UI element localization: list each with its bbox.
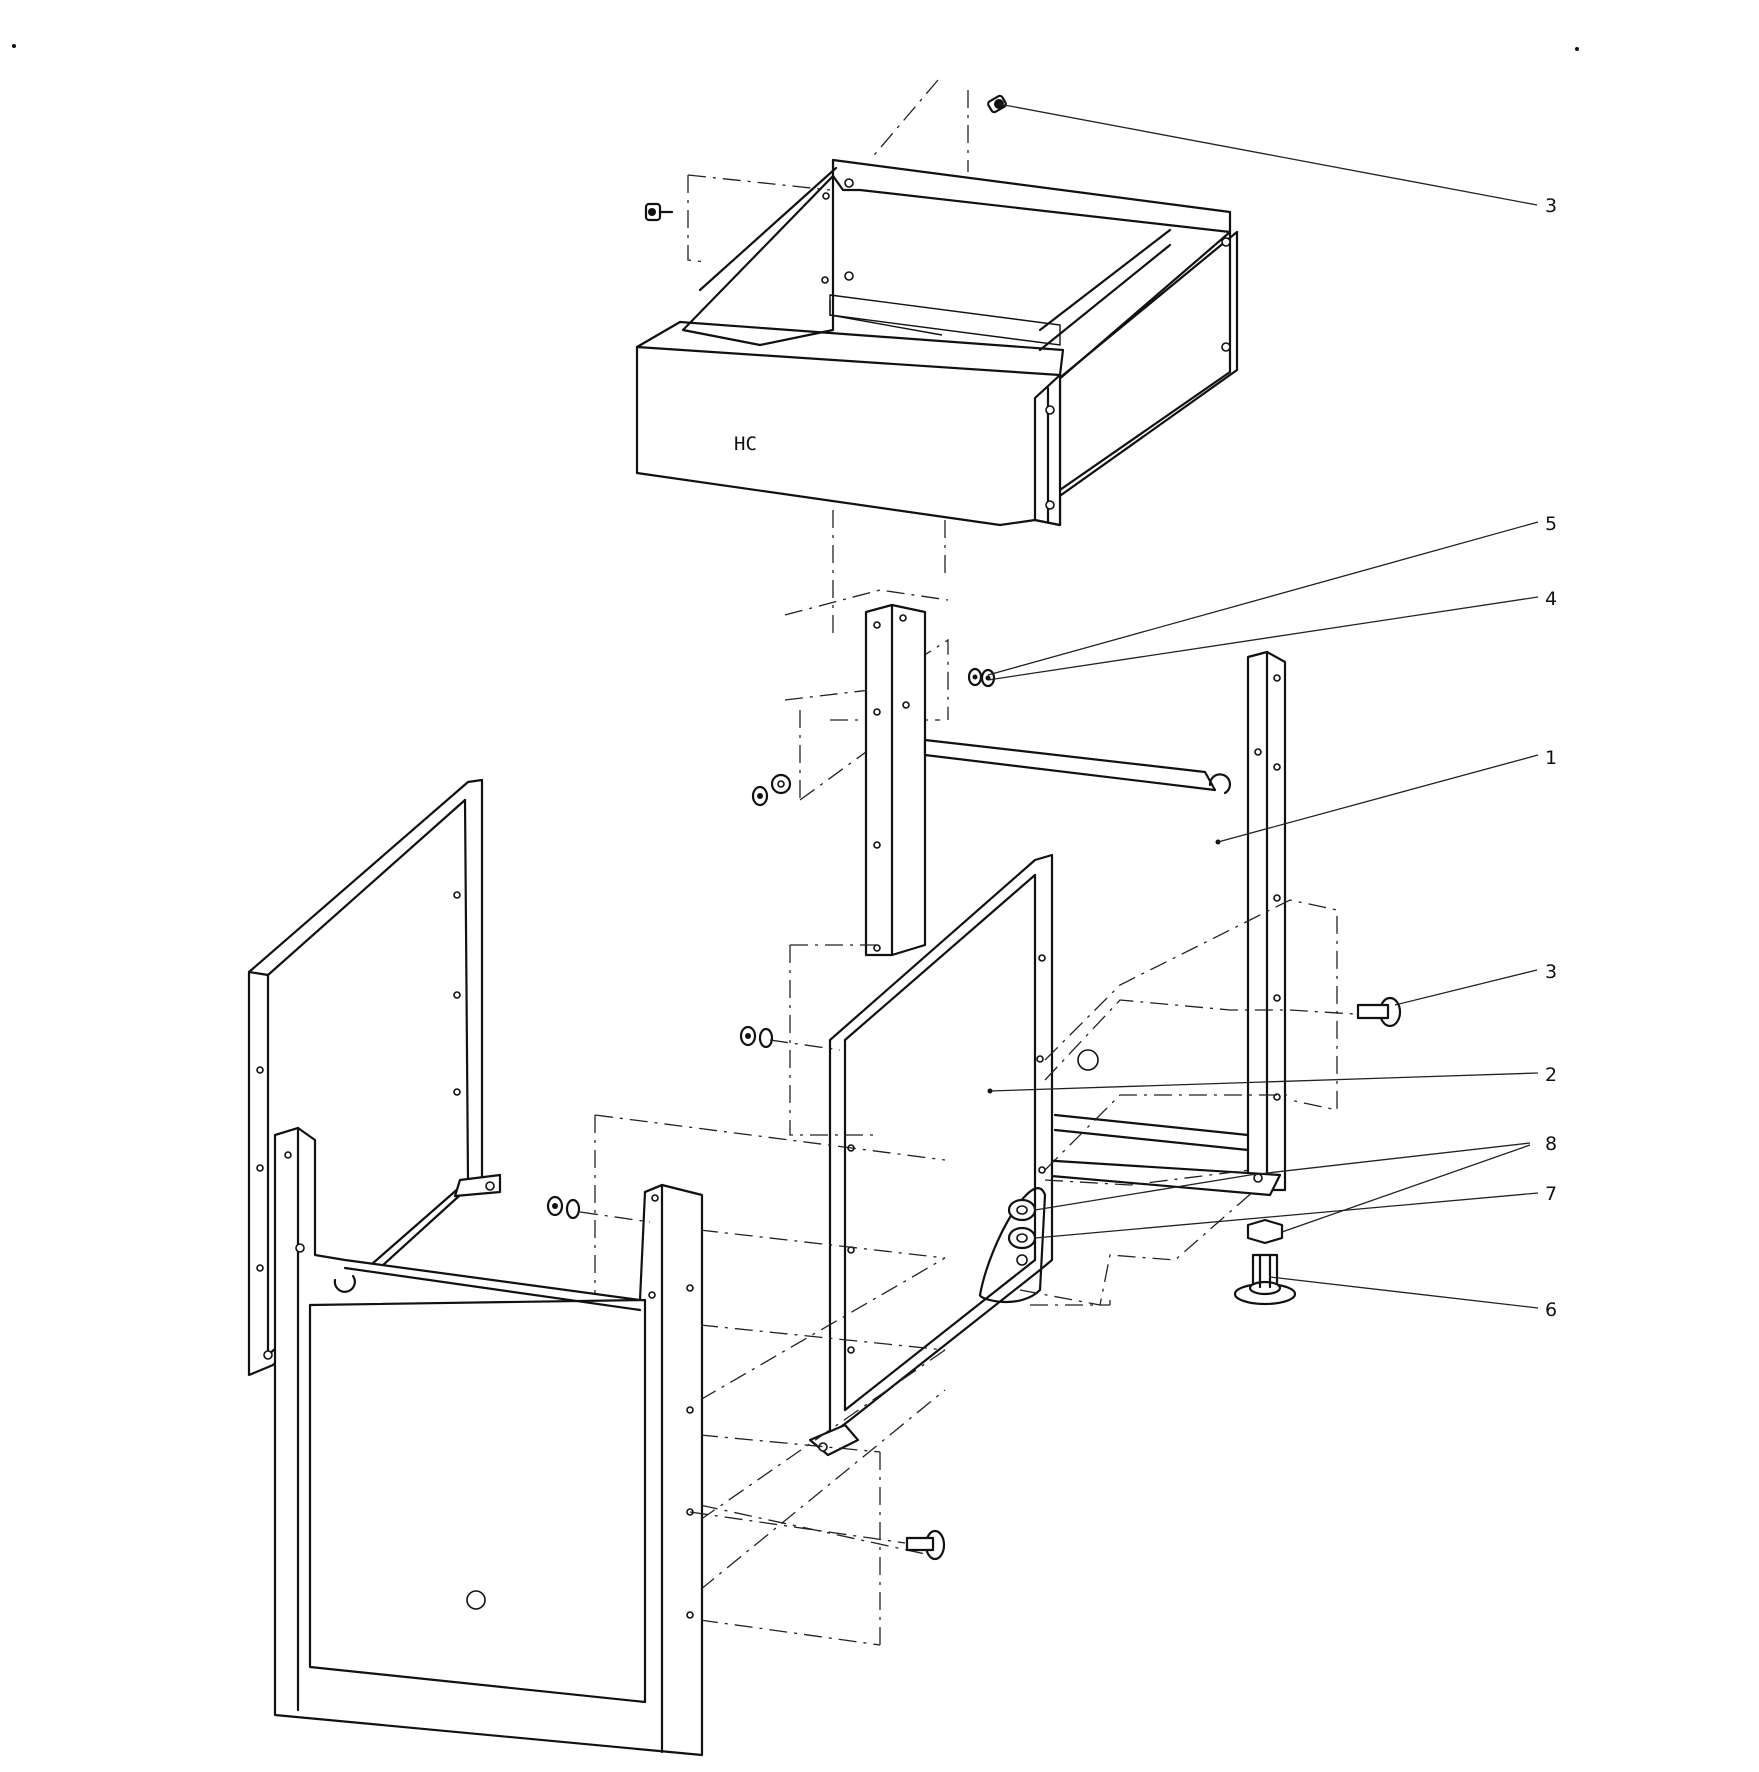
callout-2: 2 <box>1545 1064 1557 1086</box>
top-box-unit: HC <box>635 158 1239 527</box>
side-panel-part-2 <box>808 853 1099 1457</box>
callout-6: 6 <box>1545 1299 1557 1321</box>
callout-1: 1 <box>1545 747 1557 769</box>
screw-top-left <box>644 202 674 222</box>
panel-marking: HC <box>734 433 757 455</box>
washer-pair-lower <box>546 1195 581 1220</box>
callout-8: 8 <box>1545 1133 1557 1155</box>
callout-labels: 3 5 4 1 3 2 8 7 6 <box>1545 195 1557 1321</box>
bolt-bottom <box>905 1529 946 1561</box>
washer-pair-left <box>751 773 792 807</box>
washer-pair-upper <box>967 667 996 688</box>
callout-5: 5 <box>1545 513 1557 535</box>
screw-top-right <box>987 94 1007 114</box>
adjustable-foot <box>1233 1218 1297 1306</box>
leader-lines <box>987 103 1539 1309</box>
bolt-right <box>1356 996 1402 1028</box>
front-u-frame <box>273 1126 704 1757</box>
callout-7: 7 <box>1545 1183 1557 1205</box>
callout-4: 4 <box>1545 588 1557 610</box>
callout-3-mid: 3 <box>1545 961 1557 983</box>
washer-pair-middle <box>739 1025 774 1049</box>
callout-3-top: 3 <box>1545 195 1557 217</box>
